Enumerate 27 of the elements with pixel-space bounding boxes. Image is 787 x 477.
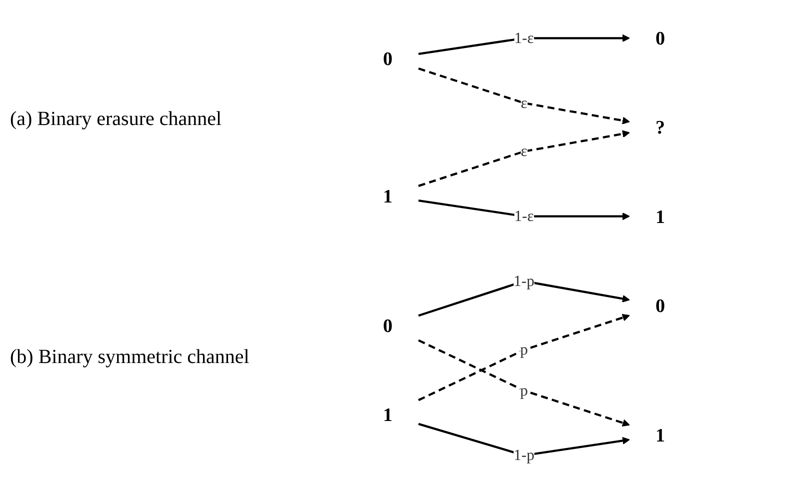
arrow [418, 130, 630, 186]
arrow [418, 199, 630, 220]
node-text: 0 [382, 47, 392, 69]
channel-caption: (a) Binary erasure channel [10, 108, 223, 131]
edge-label: 1-ε [514, 206, 534, 224]
edge-label: p [520, 340, 528, 358]
channel-caption: (b) Binary symmetric channel [10, 346, 250, 370]
node-text: 1 [654, 204, 664, 227]
edge-label: 1-ε [514, 28, 534, 46]
arrow [418, 338, 630, 426]
arrow [418, 34, 630, 54]
edge-label: 1-p [513, 272, 534, 289]
arrow [418, 280, 630, 316]
node-text: 1 [382, 403, 392, 426]
node-text: ? [654, 116, 664, 138]
edge-label: ε [520, 142, 527, 160]
node-text: 0 [654, 26, 664, 48]
node-text: 0 [382, 314, 392, 336]
arrow [418, 422, 630, 456]
node-text: 1 [654, 424, 664, 446]
arrow [418, 67, 630, 124]
edge-label: p [520, 380, 528, 398]
node-text: 1 [382, 184, 392, 206]
node-text: 0 [654, 294, 664, 316]
edge-label: 1-p [513, 446, 534, 464]
arrow [418, 313, 630, 401]
edge-label: ε [520, 93, 527, 111]
